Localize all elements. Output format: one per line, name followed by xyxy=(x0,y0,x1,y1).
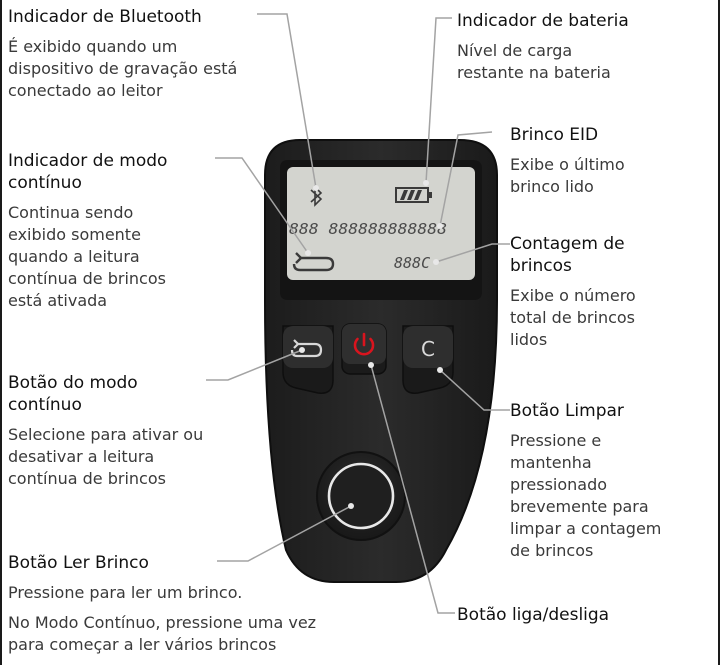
callout-continuous-indicator: Indicador de modo contínuo Continua send… xyxy=(8,150,223,312)
leader-continuous-button xyxy=(206,349,303,381)
continuous-mode-icon xyxy=(292,252,335,272)
callout-desc: Exibe o número total de brincos lidos xyxy=(510,285,645,351)
callout-battery: Indicador de bateria Nível de carga rest… xyxy=(457,10,707,84)
callout-title: Botão Limpar xyxy=(510,401,624,421)
callout-title: Contagem de brincos xyxy=(510,234,625,276)
power-button[interactable] xyxy=(341,323,387,375)
callout-read-tag-button: Botão Ler Brinco Pressione para ler um b… xyxy=(8,552,338,656)
clear-button-glyph: C xyxy=(421,337,435,361)
leader-battery xyxy=(425,17,452,184)
leader-continuous-indicator xyxy=(215,157,309,254)
frame-left-edge xyxy=(0,0,2,665)
eid-tag-digits: 888 888888888888 xyxy=(289,220,447,238)
callout-desc: Pressione para ler um brinco. No Modo Co… xyxy=(8,582,333,656)
callout-title: Brinco EID xyxy=(510,125,599,145)
leader-eid xyxy=(439,131,493,227)
callout-desc: Nível de carga restante na bateria xyxy=(457,40,627,84)
callout-title: Botão Ler Brinco xyxy=(8,553,149,573)
callout-desc-line: Continua sendo exibido somente quando a … xyxy=(8,203,166,310)
callout-desc: Selecione para ativar ou desativar a lei… xyxy=(8,424,223,490)
clear-button[interactable]: C xyxy=(402,325,454,394)
callout-bluetooth: Indicador de Bluetooth É exibido quando … xyxy=(8,6,268,102)
bluetooth-icon xyxy=(310,185,323,207)
callout-desc: Continua sendo exibido somente quando a … xyxy=(8,202,183,312)
callout-desc-line: No Modo Contínuo, pressione uma vez para… xyxy=(8,613,317,654)
callout-desc-line: É exibido quando um dispositivo de grava… xyxy=(8,37,238,100)
callout-desc: É exibido quando um dispositivo de grava… xyxy=(8,36,266,102)
leader-bluetooth xyxy=(257,13,317,189)
callout-title: Indicador de bateria xyxy=(457,11,629,31)
power-icon xyxy=(353,332,375,356)
callout-tag-count: Contagem de brincos Exibe o número total… xyxy=(510,233,710,351)
callout-eid-tag: Brinco EID Exibe o último brinco lido xyxy=(510,124,710,198)
callout-title: Indicador de Bluetooth xyxy=(8,7,202,27)
frame-right-edge xyxy=(718,0,720,665)
continuous-mode-button[interactable] xyxy=(282,325,334,394)
leader-power-button xyxy=(370,364,455,614)
callout-desc-line: Pressione e mantenha pressionado breveme… xyxy=(510,431,662,560)
callout-title: Botão liga/desliga xyxy=(457,605,610,625)
callout-desc-line: Pressione para ler um brinco. xyxy=(8,583,243,602)
callout-continuous-button: Botão do modo contínuo Selecione para at… xyxy=(8,372,238,490)
callout-desc-line: Nível de carga restante na bateria xyxy=(457,41,611,82)
callout-title: Indicador de modo contínuo xyxy=(8,151,168,193)
callout-desc-line: Exibe o número total de brincos lidos xyxy=(510,286,636,349)
callout-power-button: Botão liga/desliga xyxy=(457,604,707,626)
callout-desc: Pressione e mantenha pressionado breveme… xyxy=(510,430,675,562)
read-tag-button[interactable] xyxy=(316,451,406,541)
tag-count-digits: 888C xyxy=(394,254,430,272)
callout-title: Botão do modo contínuo xyxy=(8,373,138,415)
loop-icon xyxy=(290,339,323,358)
leader-clear-button xyxy=(439,369,510,411)
leader-read-button xyxy=(217,505,352,562)
callout-clear-button: Botão Limpar Pressione e mantenha pressi… xyxy=(510,400,710,562)
leader-count xyxy=(435,243,510,263)
callout-desc-line: Selecione para ativar ou desativar a lei… xyxy=(8,425,204,488)
battery-icon xyxy=(395,187,432,203)
callout-desc-line: Exibe o último brinco lido xyxy=(510,155,625,196)
callout-desc: Exibe o último brinco lido xyxy=(510,154,650,198)
